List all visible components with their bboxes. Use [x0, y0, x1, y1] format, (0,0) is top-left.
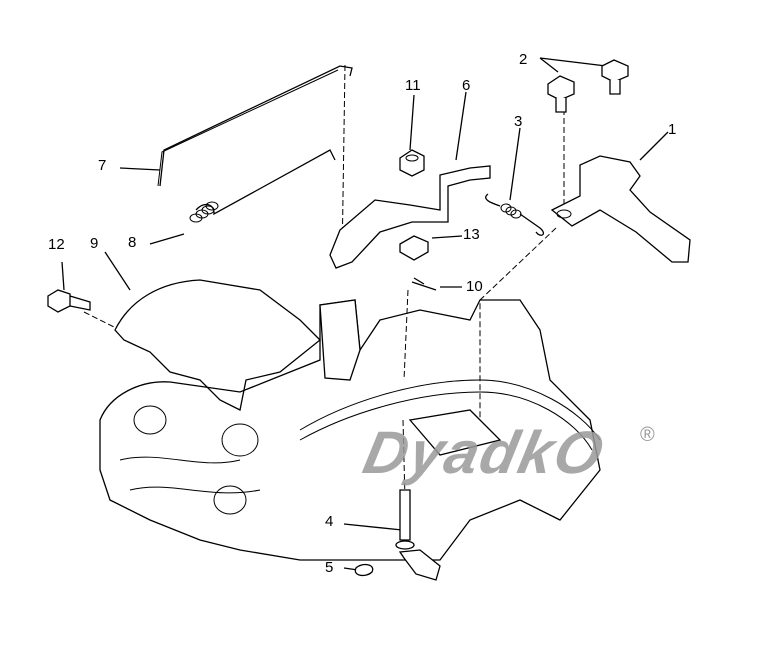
pin-10 [411, 277, 437, 291]
registered-mark: ® [640, 424, 655, 446]
callout-1: 1 [668, 121, 677, 138]
nut-13 [399, 235, 429, 261]
clip-5 [354, 563, 374, 577]
callout-4: 4 [325, 513, 334, 530]
bracket-1 [550, 155, 691, 263]
bolts-2 [547, 59, 629, 113]
callout-5: 5 [325, 559, 334, 576]
watermark-logo: DyadkO [357, 419, 611, 486]
callout-8: 8 [128, 234, 137, 251]
bolt-12 [47, 289, 91, 313]
callout-3: 3 [514, 113, 523, 130]
callout-11: 11 [405, 77, 421, 94]
cover-9 [114, 279, 321, 411]
spring-3 [485, 193, 544, 236]
nut-11 [399, 149, 425, 177]
callout-12: 12 [48, 236, 65, 253]
stud-4 [399, 489, 411, 541]
bracket-6 [329, 165, 491, 269]
callout-13: 13 [463, 226, 480, 243]
callout-10: 10 [466, 278, 483, 295]
spring-8 [195, 149, 336, 216]
callout-6: 6 [462, 77, 471, 94]
engine-block [99, 299, 601, 561]
callout-9: 9 [90, 235, 99, 252]
rod-7 [159, 65, 353, 187]
callout-7: 7 [98, 157, 107, 174]
callout-2: 2 [519, 51, 528, 68]
